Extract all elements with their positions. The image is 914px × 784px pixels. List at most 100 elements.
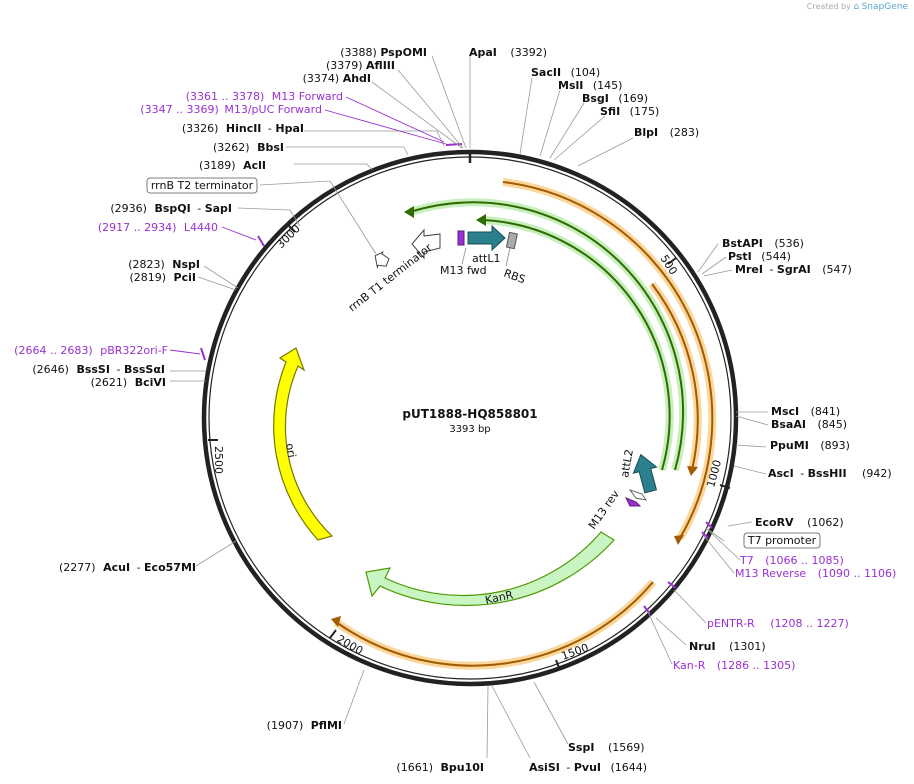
leader-lines [170,55,769,759]
site-hincii-hpai: (3326) HincII - HpaI [182,122,304,135]
tick-1500 [555,659,561,671]
tick-500 [667,257,677,265]
credit-brand: SnapGene [861,2,908,12]
attl2-label: attL2 [618,448,636,478]
rrnb-t2-label: rrnB T2 terminator [151,179,254,192]
tick-label-2500: 2500 [212,446,225,474]
orange-arc-outer [502,181,714,539]
primer-bar-pentr [667,581,677,589]
site-msci: MscI (841) [771,405,840,418]
snapgene-logo-icon: ⌂ [853,2,860,12]
orange-arc-bottom-head [331,616,341,627]
site-acui-eco57mi: (2277) AcuI - Eco57MI [59,561,196,574]
site-nrui: NruI (1301) [689,640,766,653]
site-ppumi: PpuMI (893) [770,439,850,452]
site-pspomi: (3388) PspOMI [340,46,427,59]
site-bcivi: (2621) BciVI [91,376,166,389]
plasmid-size: 3393 bp [449,424,490,435]
site-sacii: SacII (104) [531,66,600,79]
rbs-label: RBS [502,267,527,287]
site-bbsi: (3262) BbsI [213,141,284,154]
orange-arc-outer-glow [502,178,717,541]
m13-fwd-leader [461,247,467,265]
green-arc-outer [409,201,685,471]
site-sfii: SfiI (175) [600,105,659,118]
green-arc-outer-head [404,206,414,218]
site-mrei-sgrai: MreI - SgrAI (547) [735,263,852,276]
site-pflmi: (1907) PflMI [267,719,342,732]
site-nspi: (2823) NspI [128,258,200,271]
site-psti: PstI (544) [728,250,791,263]
primer-m13-reverse: M13 Reverse (1090 .. 1106) [735,567,896,580]
tick-3000 [287,224,296,233]
primer-bar-pbr322 [200,347,206,361]
site-bsssi: (2646) BssSI - BssSαI [32,363,165,376]
rrnb-t1-arrow [411,228,441,260]
site-ahdi: (3374) AhdI [303,72,371,85]
site-asisi-pvui: AsiSI - PvuI (1644) [529,761,647,774]
green-arcs [404,198,688,472]
primer-leader-m13puc [324,109,447,145]
tick-label-3000: 3000 [274,222,303,251]
orange-arc-inner [651,283,699,471]
site-asci-bsshii: AscI - BssHII (942) [768,467,892,480]
primer-m13-puc-forward: (3347 .. 3369) M13/pUC Forward [140,103,322,116]
primer-bar-m13rev [701,531,709,539]
kanr-label: KanR [484,588,515,607]
ori-label: ori [283,442,298,458]
m13-rev-marker [624,497,642,507]
primer-t7: T7 (1066 .. 1085) [739,554,844,567]
orange-arc-outer-head [674,535,684,545]
attl2-arrow [632,453,658,494]
green-arc-inner-head [476,214,486,226]
orange-arc-bottom [335,581,654,667]
orange-arcs [331,178,717,670]
m13-fwd-label: M13 fwd [440,264,487,277]
primer-m13-forward: (3361 .. 3378) M13 Forward [186,90,343,103]
attl1-label: attL1 [472,252,501,265]
site-apai: ApaI (3392) [469,46,547,59]
primer-pbr322ori-f: (2664 .. 2683) pBR322ori-F [14,344,168,357]
site-msli: MslI (145) [558,79,622,92]
primer-leader-l4440 [221,226,257,241]
primer-kan-r: Kan-R (1286 .. 1305) [673,659,795,672]
green-arc-inner [481,219,671,471]
site-bpu10i: (1661) Bpu10I [396,761,484,774]
orange-arc-inner-head [687,466,698,476]
snapgene-credit: Created by ⌂ SnapGene [807,2,908,12]
rbs-marker [505,231,518,250]
m13-rev-label: M13 rev [586,487,622,531]
site-bsgi: BsgI (169) [582,92,648,105]
site-bsaai: BsaAI (845) [771,418,847,431]
site-pcii: (2819) PciI [129,271,196,284]
plasmid-name: pUT1888-HQ858801 [402,407,537,421]
primer-bar-kanr [643,605,651,615]
t7-promoter-box [743,532,821,549]
primer-bar-t7 [705,521,713,529]
primer-bar-l4440 [257,235,265,247]
site-acli: (3189) AclI [199,159,266,172]
site-bspqi-sapi: (2936) BspQI - SapI [110,202,232,215]
t7-promoter-label: T7 promoter [747,534,817,547]
m13-fwd-marker [457,230,465,246]
primer-l4440: (2917 .. 2934) L4440 [98,221,218,234]
site-sspi: SspI (1569) [568,741,645,754]
ori-arrow [273,347,334,541]
tick-2000 [329,629,337,639]
site-afliii: (3379) AflIII [326,59,395,72]
rrnb-t2-box [146,177,258,194]
credit-prefix: Created by [806,2,851,11]
primer-bars [200,143,713,615]
promoter-small-arrow [628,489,648,501]
rbs-leader [505,247,511,267]
rrnb-t2-arrow [374,251,390,270]
kanr-arrow [365,531,615,607]
attl1-arrow [467,224,506,252]
site-ecorv: EcoRV (1062) [755,516,844,529]
green-arc-inner-glow [481,216,674,472]
primer-leader-m13fwd [345,96,445,143]
tick-1000 [719,484,731,489]
rrnb-t1-label: rrnB T1 terminator [346,241,435,315]
primer-pentr-r: pENTR-R (1208 .. 1227) [707,617,849,630]
